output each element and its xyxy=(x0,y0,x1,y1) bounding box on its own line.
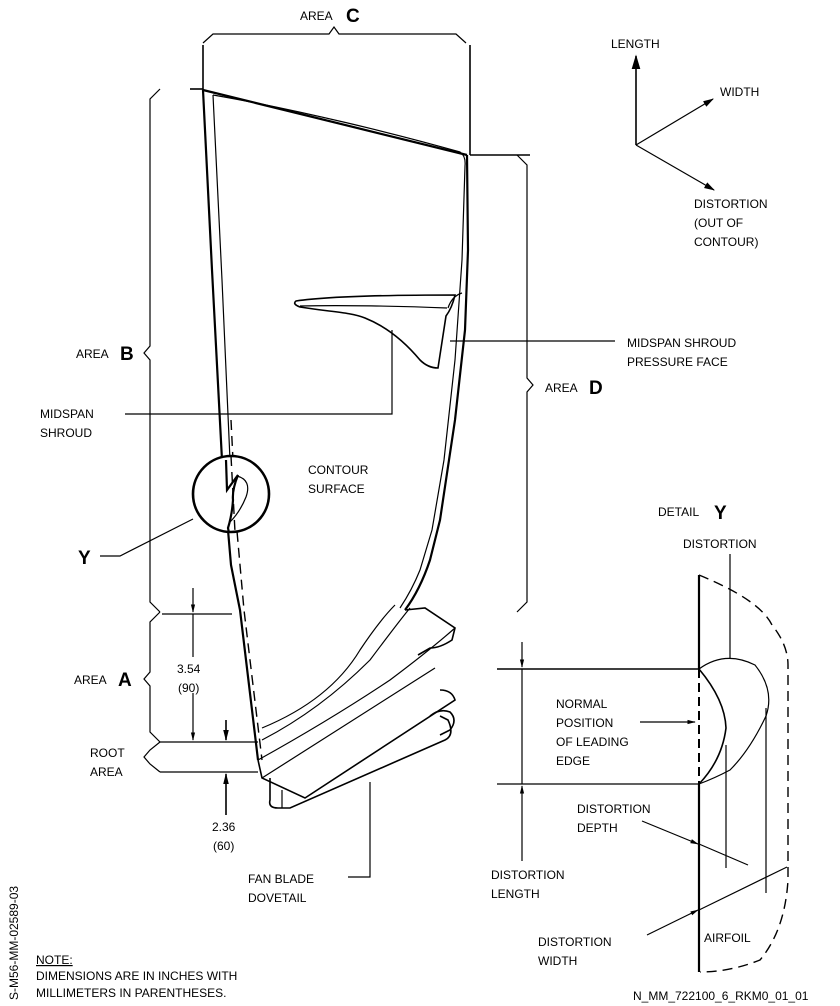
axis-length-label: LENGTH xyxy=(611,37,660,51)
area-c-bracket xyxy=(202,25,471,155)
axes-legend xyxy=(631,54,715,191)
fan-blade-root xyxy=(257,604,456,809)
root-area-dim-inches: 2.36 xyxy=(212,820,236,834)
area-b-word: AREA xyxy=(76,347,109,361)
detail-y-leader xyxy=(100,518,194,557)
area-a-dim-mm: (90) xyxy=(178,681,199,695)
fan-blade-dovetail-label-1: FAN BLADE xyxy=(248,872,314,886)
detail-y-drawing xyxy=(497,554,789,973)
area-b-letter: B xyxy=(120,344,134,365)
distortion-depth-label-2: DEPTH xyxy=(577,821,618,835)
contour-surface-label-2: SURFACE xyxy=(308,482,365,496)
midspan-shroud-leader xyxy=(125,330,393,415)
fan-blade-airfoil xyxy=(190,88,530,761)
area-d-word: AREA xyxy=(545,381,578,395)
axis-distortion-label-2: (OUT OF xyxy=(694,216,743,230)
note-line-2: MILLIMETERS IN PARENTHESES. xyxy=(36,986,226,1000)
midspan-shroud xyxy=(293,292,463,369)
area-a-dim-inches: 3.54 xyxy=(177,662,201,676)
midspan-shroud-pressure-face-label-1: MIDSPAN SHROUD xyxy=(627,336,736,350)
airfoil-label: AIRFOIL xyxy=(704,931,751,945)
axis-distortion-label-1: DISTORTION xyxy=(694,197,768,211)
midspan-shroud-label-1: MIDSPAN xyxy=(40,407,94,421)
normal-position-label-1: NORMAL xyxy=(556,697,608,711)
axis-distortion-label-3: CONTOUR) xyxy=(694,235,758,249)
area-c-word: AREA xyxy=(300,9,333,23)
detail-y-title-word: DETAIL xyxy=(658,505,699,519)
normal-position-label-3: OF LEADING xyxy=(556,735,629,749)
figure-id: N_MM_722100_6_RKM0_01_01 xyxy=(633,989,809,1003)
contour-surface-label-1: CONTOUR xyxy=(308,463,369,477)
area-b-bracket xyxy=(143,88,161,613)
root-area-label-2: AREA xyxy=(90,765,123,779)
distortion-width-label-2: WIDTH xyxy=(538,954,577,968)
midspan-shroud-label-2: SHROUD xyxy=(40,426,92,440)
root-area-dim-mm: (60) xyxy=(213,839,234,853)
area-a-bracket xyxy=(143,611,258,773)
side-drawing-id: S-M56-MM-02589-03 xyxy=(7,886,21,1000)
area-d-letter: D xyxy=(589,378,603,399)
area-c-letter: C xyxy=(346,6,360,27)
distortion-width-label-1: DISTORTION xyxy=(538,935,612,949)
area-a-letter: A xyxy=(118,670,132,691)
normal-position-label-4: EDGE xyxy=(556,754,590,768)
midspan-shroud-pressure-face-label-2: PRESSURE FACE xyxy=(627,355,728,369)
normal-position-label-2: POSITION xyxy=(556,716,613,730)
distortion-depth-label-1: DISTORTION xyxy=(577,802,651,816)
dovetail-leader xyxy=(348,782,371,878)
distortion-length-label-2: LENGTH xyxy=(491,887,540,901)
distortion-length-label-1: DISTORTION xyxy=(491,868,565,882)
note-line-1: DIMENSIONS ARE IN INCHES WITH xyxy=(36,969,237,983)
area-d-bracket xyxy=(516,154,534,613)
fan-blade-dovetail-label-2: DOVETAIL xyxy=(248,891,307,905)
detail-y-ref: Y xyxy=(78,548,91,569)
note-heading: NOTE: xyxy=(36,953,73,967)
detail-y-distortion-label: DISTORTION xyxy=(683,537,757,551)
axis-width-label: WIDTH xyxy=(720,85,759,99)
detail-y-circle xyxy=(191,454,271,534)
area-a-word: AREA xyxy=(74,673,107,687)
root-area-label-1: ROOT xyxy=(90,746,125,760)
detail-y-title-letter: Y xyxy=(714,503,727,524)
